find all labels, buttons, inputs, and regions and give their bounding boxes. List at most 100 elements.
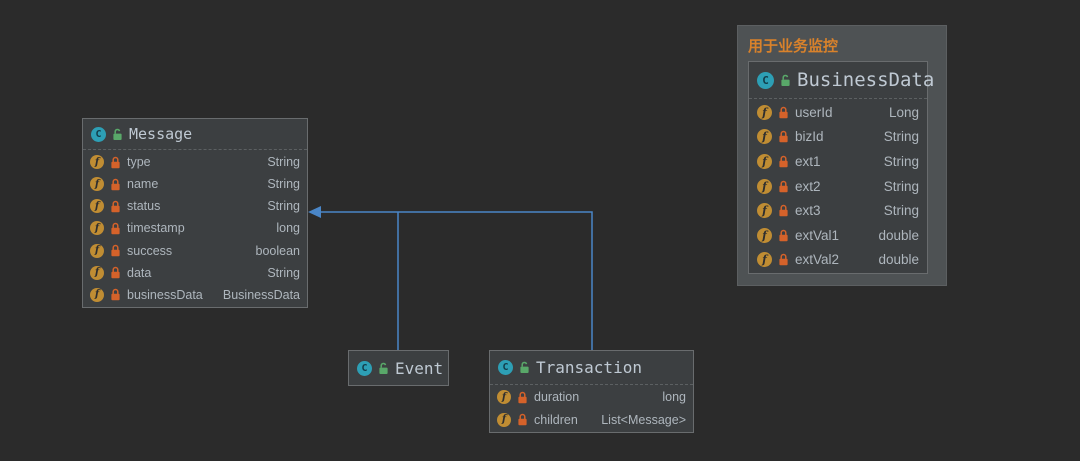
field-icon: f xyxy=(757,129,772,145)
field-name: ext1 xyxy=(795,153,821,169)
field-type: BusinessData xyxy=(222,287,300,302)
field-name: data xyxy=(127,265,152,280)
field-row[interactable]: f children List<Message> xyxy=(490,409,693,432)
class-icon: C xyxy=(91,126,106,142)
field-name: extVal2 xyxy=(795,252,840,268)
field-icon: f xyxy=(90,265,104,280)
private-lock-icon xyxy=(111,178,120,190)
comment-group-businessdata[interactable]: 用于业务监控 C BusinessData f userId Long f bi xyxy=(737,25,947,286)
field-icon: f xyxy=(497,412,511,427)
field-type: String xyxy=(267,199,300,214)
field-row[interactable]: f data String xyxy=(83,262,307,284)
class-header-businessdata[interactable]: C BusinessData xyxy=(749,62,934,98)
field-name: type xyxy=(127,155,151,170)
class-node-event[interactable]: C Event xyxy=(348,350,449,386)
class-title: Transaction xyxy=(536,358,642,377)
field-row[interactable]: f ext3 String xyxy=(749,198,927,223)
fields-list-transaction: f duration long f children List<Message> xyxy=(490,384,693,432)
private-lock-icon xyxy=(111,222,120,235)
private-lock-icon xyxy=(779,155,788,168)
field-name: extVal1 xyxy=(795,227,840,243)
field-icon: f xyxy=(757,178,772,194)
field-name: children xyxy=(534,412,578,427)
field-name: ext2 xyxy=(795,178,821,194)
private-lock-icon xyxy=(779,180,788,192)
fields-list-businessdata: f userId Long f bizId String f ext1 Stri… xyxy=(749,98,927,273)
field-row[interactable]: f userId Long xyxy=(749,100,927,125)
field-row[interactable]: f type String xyxy=(83,151,307,173)
public-lock-icon xyxy=(781,74,790,86)
field-type: long xyxy=(276,221,300,236)
field-name: name xyxy=(127,177,159,192)
inheritance-edge-transaction-message[interactable] xyxy=(320,211,593,350)
private-lock-icon xyxy=(518,414,527,426)
private-lock-icon xyxy=(111,244,120,257)
public-lock-icon xyxy=(113,128,122,140)
field-row[interactable]: f businessData BusinessData xyxy=(83,284,307,306)
class-icon: C xyxy=(757,71,774,89)
field-type: double xyxy=(878,227,919,243)
field-type: boolean xyxy=(255,243,301,258)
field-icon: f xyxy=(90,199,104,214)
class-node-businessdata[interactable]: C BusinessData f userId Long f bizId Str… xyxy=(748,61,934,274)
field-icon: f xyxy=(90,155,104,170)
field-type: String xyxy=(883,203,919,219)
class-header-event[interactable]: C Event xyxy=(349,351,448,385)
field-icon: f xyxy=(90,287,104,302)
field-row[interactable]: f success boolean xyxy=(83,240,307,262)
field-type: String xyxy=(883,178,919,194)
class-header-message[interactable]: C Message xyxy=(83,119,307,149)
field-row[interactable]: f bizId String xyxy=(749,125,927,150)
field-name: userId xyxy=(795,104,833,120)
field-type: List<Message> xyxy=(601,412,686,427)
private-lock-icon xyxy=(111,267,120,279)
private-lock-icon xyxy=(779,254,788,266)
field-row[interactable]: f name String xyxy=(83,173,307,195)
class-title: Message xyxy=(129,125,193,143)
field-row[interactable]: f extVal1 double xyxy=(749,223,927,248)
private-lock-icon xyxy=(111,200,120,213)
field-row[interactable]: f extVal2 double xyxy=(749,247,927,272)
field-type: String xyxy=(267,265,300,280)
field-name: duration xyxy=(534,390,580,405)
class-node-transaction[interactable]: C Transaction f duration long f children… xyxy=(489,350,694,433)
field-row[interactable]: f ext2 String xyxy=(749,174,927,199)
inheritance-arrowhead xyxy=(308,206,321,218)
field-row[interactable]: f timestamp long xyxy=(83,217,307,239)
field-name: businessData xyxy=(127,287,203,302)
field-type: double xyxy=(878,252,919,268)
private-lock-icon xyxy=(779,204,788,217)
field-name: timestamp xyxy=(127,221,185,236)
private-lock-icon xyxy=(518,391,527,403)
class-header-transaction[interactable]: C Transaction xyxy=(490,351,693,384)
field-row[interactable]: f status String xyxy=(83,195,307,217)
class-title: BusinessData xyxy=(797,69,935,91)
field-icon: f xyxy=(757,104,772,120)
class-title: Event xyxy=(395,358,444,378)
field-icon: f xyxy=(757,153,772,169)
field-icon: f xyxy=(757,227,772,243)
field-type: Long xyxy=(888,104,919,120)
field-icon: f xyxy=(757,203,772,219)
field-type: String xyxy=(267,177,300,192)
class-node-message[interactable]: C Message f type String f name String f xyxy=(82,118,308,308)
fields-list-message: f type String f name String f status Str… xyxy=(83,149,307,307)
field-icon: f xyxy=(90,177,104,192)
field-name: ext3 xyxy=(795,203,821,219)
field-row[interactable]: f ext1 String xyxy=(749,149,927,174)
private-lock-icon xyxy=(779,229,788,241)
node-comment: 用于业务监控 xyxy=(748,38,839,55)
field-row[interactable]: f duration long xyxy=(490,386,693,409)
field-type: String xyxy=(267,155,300,170)
field-icon: f xyxy=(90,243,104,258)
field-type: long xyxy=(662,390,686,405)
private-lock-icon xyxy=(779,106,788,118)
public-lock-icon xyxy=(520,361,529,373)
field-icon: f xyxy=(497,390,511,405)
field-icon: f xyxy=(757,252,772,268)
public-lock-icon xyxy=(379,362,388,374)
field-icon: f xyxy=(90,221,104,236)
class-icon: C xyxy=(498,360,513,375)
